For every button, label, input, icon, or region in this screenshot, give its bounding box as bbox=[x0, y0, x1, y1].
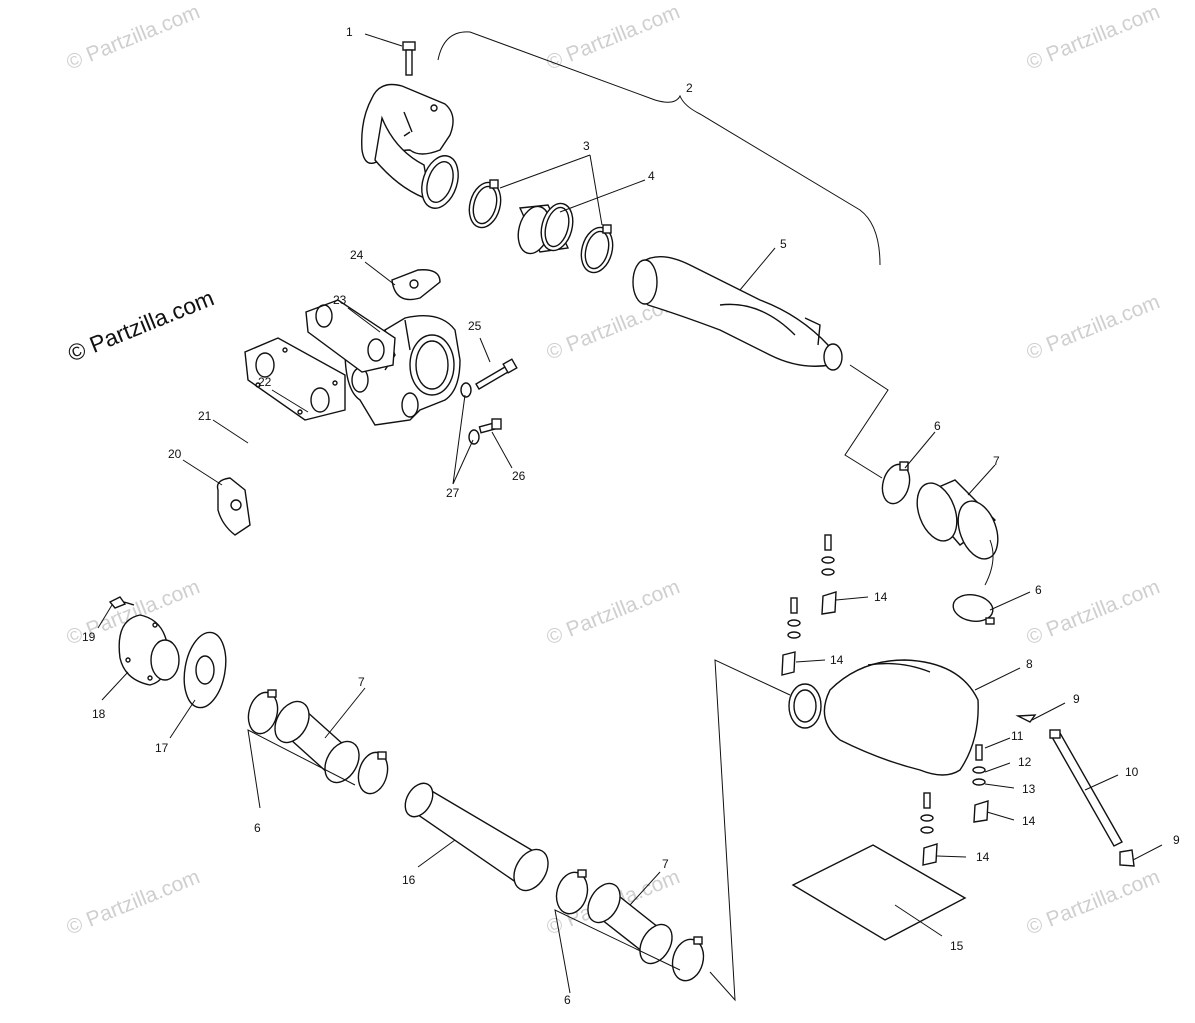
expansion-chamber bbox=[632, 256, 843, 371]
callout-number: 18 bbox=[92, 707, 106, 721]
callout-number: 11 bbox=[1011, 729, 1024, 743]
bolt bbox=[402, 41, 416, 76]
bolt bbox=[821, 534, 835, 576]
mounting-plate bbox=[244, 337, 346, 421]
watermark: © Partzilla.com bbox=[1023, 575, 1163, 649]
callout-number: 9 bbox=[1173, 833, 1180, 847]
bracket bbox=[781, 651, 796, 676]
connector-line bbox=[709, 659, 791, 1002]
washer bbox=[468, 429, 480, 445]
clamp bbox=[952, 594, 995, 625]
callout-number: 27 bbox=[446, 486, 460, 500]
callout-number: 24 bbox=[350, 248, 364, 262]
callout-number: 8 bbox=[1026, 657, 1033, 671]
gasket bbox=[216, 477, 251, 536]
callout-number: 19 bbox=[82, 630, 96, 644]
callout-number: 13 bbox=[1022, 782, 1036, 796]
rod bbox=[1049, 729, 1123, 847]
callout-number: 1 bbox=[346, 25, 353, 39]
watermark: © Partzilla.com bbox=[63, 865, 203, 939]
callout-number: 6 bbox=[934, 419, 941, 433]
clamp bbox=[555, 869, 589, 915]
callout-number: 14 bbox=[830, 653, 844, 667]
callout-number: 10 bbox=[1125, 765, 1139, 779]
callout-number: 2 bbox=[686, 81, 693, 95]
bolt bbox=[478, 418, 502, 434]
callout-number: 6 bbox=[254, 821, 261, 835]
callout-number: 14 bbox=[976, 850, 990, 864]
watermark: © Partzilla.com bbox=[543, 0, 683, 74]
watermark: © Partzilla.com bbox=[543, 575, 683, 649]
clip bbox=[1119, 849, 1135, 867]
callout-number: 14 bbox=[1022, 814, 1036, 828]
gasket bbox=[305, 299, 396, 373]
bolt bbox=[920, 792, 934, 834]
bracket bbox=[922, 843, 938, 866]
leader-lines bbox=[97, 33, 1163, 994]
connector-line bbox=[844, 364, 994, 586]
clamp bbox=[357, 751, 389, 795]
clamp bbox=[580, 224, 614, 274]
bolt bbox=[787, 597, 801, 639]
callout-number: 6 bbox=[1035, 583, 1042, 597]
outlet-flange bbox=[118, 614, 180, 686]
callouts: 1 2 3 4 5 6 6 7 6 7 8 9 10 9 11 12 13 14… bbox=[82, 25, 1180, 1007]
pad bbox=[791, 844, 967, 941]
callout-number: 12 bbox=[1018, 755, 1032, 769]
callout-number: 7 bbox=[993, 454, 1000, 468]
clip bbox=[1015, 714, 1037, 723]
washer bbox=[460, 382, 472, 398]
callout-number: 16 bbox=[402, 873, 416, 887]
callout-number: 17 bbox=[155, 741, 169, 755]
exhaust-manifold bbox=[344, 315, 461, 426]
callout-number: 22 bbox=[258, 375, 272, 389]
gasket bbox=[391, 269, 441, 301]
coupler bbox=[517, 202, 574, 255]
callout-number: 25 bbox=[468, 319, 482, 333]
exhaust-elbow bbox=[361, 83, 459, 209]
callout-number: 7 bbox=[662, 857, 669, 871]
callout-number: 3 bbox=[583, 139, 590, 153]
callout-number: 6 bbox=[564, 993, 571, 1007]
clamp bbox=[468, 179, 502, 229]
spark-arrestor bbox=[108, 596, 135, 609]
callout-number: 5 bbox=[780, 237, 787, 251]
tube bbox=[916, 479, 999, 560]
callout-number: 7 bbox=[358, 675, 365, 689]
callout-number: 26 bbox=[512, 469, 526, 483]
muffler bbox=[788, 659, 979, 776]
bracket bbox=[821, 591, 837, 615]
watermarks: © Partzilla.com © Partzilla.com © Partzi… bbox=[63, 0, 1163, 939]
partzilla-logo: © Partzilla.com bbox=[64, 284, 217, 366]
callout-number: 9 bbox=[1073, 692, 1080, 706]
gasket bbox=[183, 631, 227, 709]
clamp bbox=[671, 936, 705, 982]
watermark: © Partzilla.com bbox=[1023, 865, 1163, 939]
tube bbox=[587, 882, 673, 965]
watermark: © Partzilla.com bbox=[1023, 290, 1163, 364]
callout-number: 20 bbox=[168, 447, 182, 461]
bracket-2 bbox=[437, 31, 881, 266]
bracket bbox=[973, 800, 989, 823]
bolt bbox=[475, 358, 518, 390]
tube bbox=[274, 700, 360, 784]
clamp bbox=[247, 689, 279, 735]
hose bbox=[404, 782, 549, 892]
watermark: © Partzilla.com bbox=[63, 0, 203, 74]
clamp bbox=[881, 461, 911, 505]
callout-number: 15 bbox=[950, 939, 964, 953]
callout-number: 21 bbox=[198, 409, 212, 423]
watermark: © Partzilla.com bbox=[1023, 0, 1163, 74]
callout-number: 23 bbox=[333, 293, 347, 307]
callout-number: 14 bbox=[874, 590, 888, 604]
callout-number: 4 bbox=[648, 169, 655, 183]
bolt bbox=[972, 744, 986, 786]
